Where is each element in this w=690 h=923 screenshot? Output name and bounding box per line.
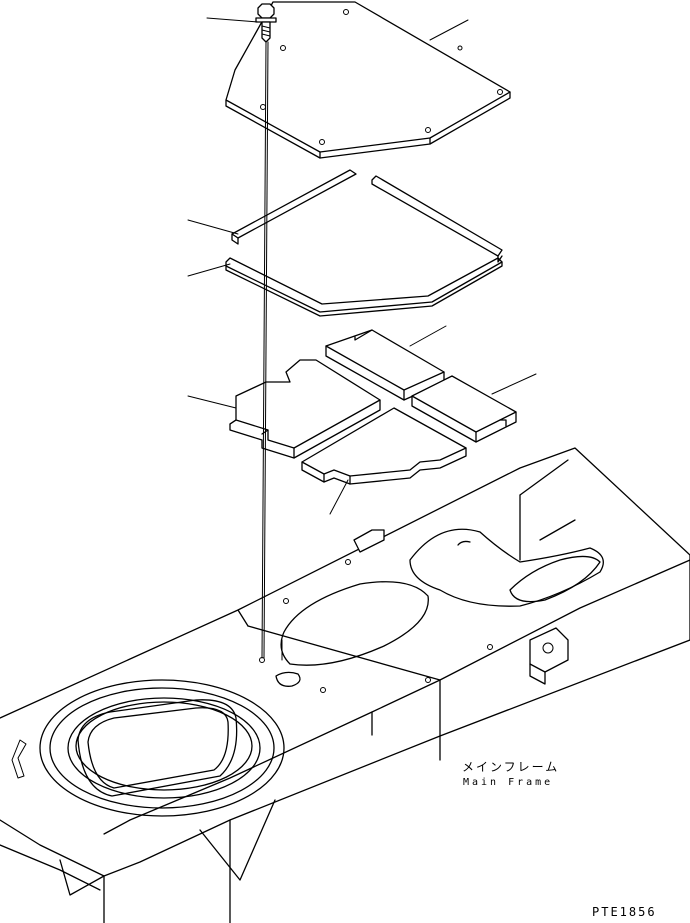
mounting-bracket	[529, 627, 569, 685]
main-frame-label-jp: メインフレーム	[462, 760, 560, 774]
insulation-pads	[229, 329, 517, 485]
main-frame-label-en: Main Frame	[463, 777, 554, 788]
swing-circle-opening	[39, 679, 285, 817]
main-frame	[0, 447, 690, 923]
leader-lines	[187, 17, 537, 515]
cover-plate	[225, 1, 511, 159]
bolt	[255, 3, 277, 659]
seal-strips	[225, 169, 503, 317]
drawing-code: PTE1856	[592, 905, 657, 919]
